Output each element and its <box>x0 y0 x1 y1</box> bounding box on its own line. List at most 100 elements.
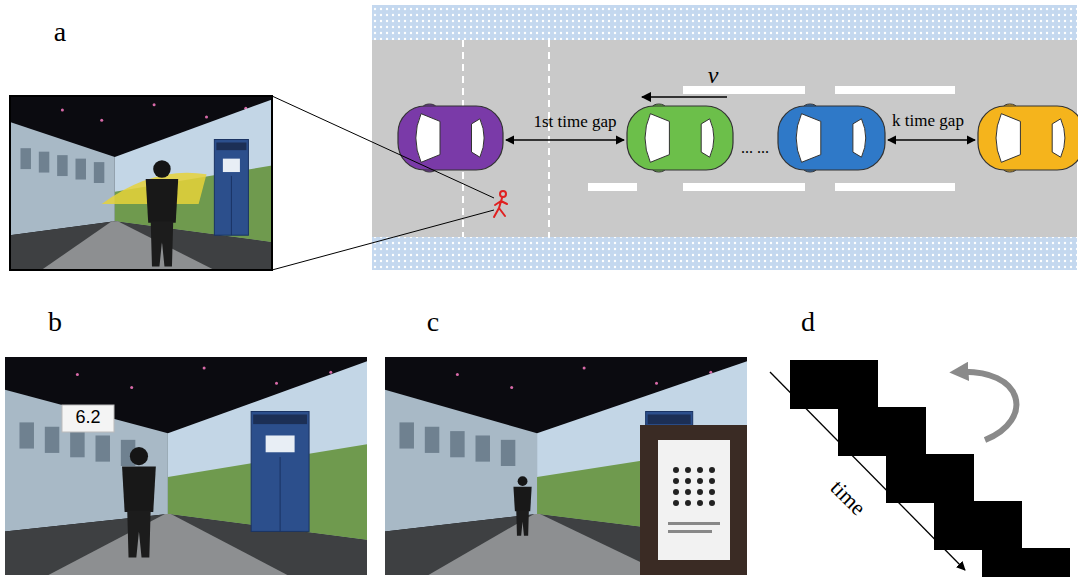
photo-frame <box>10 96 272 270</box>
card-dot <box>673 467 679 473</box>
blue-box <box>214 140 248 236</box>
velocity-symbol: v <box>708 62 719 88</box>
ceiling-light <box>709 371 712 374</box>
car-icon <box>978 104 1078 172</box>
car-rear-window <box>472 119 485 157</box>
photograph <box>5 357 367 575</box>
card-text <box>668 522 720 525</box>
axis-label: time <box>826 476 871 521</box>
gap-label: 1st time gap <box>533 113 616 132</box>
card-dot <box>697 500 703 506</box>
car-body <box>978 106 1078 170</box>
left-wall <box>385 390 537 532</box>
card-dot <box>685 489 691 495</box>
ceiling-light <box>203 366 206 369</box>
trial-frame <box>934 501 1022 550</box>
car-windshield <box>645 114 669 163</box>
blue-box <box>251 412 309 532</box>
photo-frame <box>5 357 367 575</box>
window <box>45 427 59 453</box>
sign-value: 6.2 <box>75 408 100 428</box>
ceiling <box>385 357 747 575</box>
gap-label: k time gap <box>892 112 964 131</box>
panel-letter: a <box>54 17 66 48</box>
estimate-sign <box>62 405 114 432</box>
person-head <box>153 160 171 178</box>
street <box>428 514 667 575</box>
card-text <box>668 530 712 533</box>
box-notice <box>266 435 295 452</box>
car-rear-window <box>1052 119 1065 157</box>
car-body <box>398 106 503 170</box>
ceiling-light <box>583 366 586 369</box>
car-icon <box>778 104 885 172</box>
sidewalk <box>372 5 1077 270</box>
car-rear-window <box>853 119 866 157</box>
trial-frame <box>982 548 1070 577</box>
card-dot <box>697 467 703 473</box>
lane-marking <box>683 86 805 94</box>
car-windshield <box>416 114 440 163</box>
car-rear-window <box>701 119 714 157</box>
floor <box>5 514 367 575</box>
gap-arrow <box>506 139 624 140</box>
pedestrian-head <box>500 191 506 197</box>
ceiling-light <box>76 373 79 376</box>
lane-marking <box>683 183 805 191</box>
card-dot <box>685 467 691 473</box>
panel-letter: c <box>427 307 439 338</box>
card-dot <box>697 489 703 495</box>
leader-line <box>272 210 494 270</box>
ceiling-light <box>153 103 156 106</box>
ellipsis: ... ... <box>741 139 769 157</box>
gap-arrow <box>888 139 975 140</box>
ceiling-light <box>130 386 133 389</box>
card-dot <box>709 478 715 484</box>
card-dot <box>685 500 691 506</box>
person-legs <box>516 511 529 536</box>
car-icon <box>398 104 503 172</box>
card-dot <box>709 467 715 473</box>
ceiling-light <box>510 386 513 389</box>
street <box>41 221 214 270</box>
ceiling-light <box>275 382 278 385</box>
window <box>501 440 515 466</box>
left-wall <box>10 122 115 235</box>
card-dot <box>709 500 715 506</box>
car-windshield <box>796 114 821 163</box>
car-windshield <box>996 114 1020 163</box>
box-notice <box>223 159 240 172</box>
person-legs <box>127 511 150 558</box>
inset-photo <box>640 425 747 575</box>
window <box>94 162 104 183</box>
card-dot <box>709 489 715 495</box>
card-dot <box>673 478 679 484</box>
window <box>19 422 33 448</box>
photograph <box>385 357 747 575</box>
lane-marking <box>835 86 955 94</box>
box-panel <box>280 457 281 531</box>
person-head <box>130 447 148 465</box>
window <box>96 435 110 461</box>
ceiling-light <box>61 108 64 111</box>
person-legs <box>151 222 174 267</box>
window <box>57 155 67 176</box>
window <box>476 435 490 461</box>
panel-letter: d <box>801 307 815 338</box>
box-panel <box>231 176 232 235</box>
sequence-panel <box>770 360 1070 577</box>
time-arrow <box>770 372 965 570</box>
lane-marking <box>588 183 637 191</box>
photograph <box>10 96 272 270</box>
card-dot <box>673 489 679 495</box>
right-wall <box>168 361 367 540</box>
velocity-arrow <box>642 96 727 98</box>
lane-marking <box>835 183 955 191</box>
left-wall <box>5 390 168 532</box>
photo-frame <box>385 357 747 575</box>
ceiling-light <box>456 373 459 376</box>
ceiling <box>10 96 272 270</box>
panel-letter: b <box>48 307 62 338</box>
